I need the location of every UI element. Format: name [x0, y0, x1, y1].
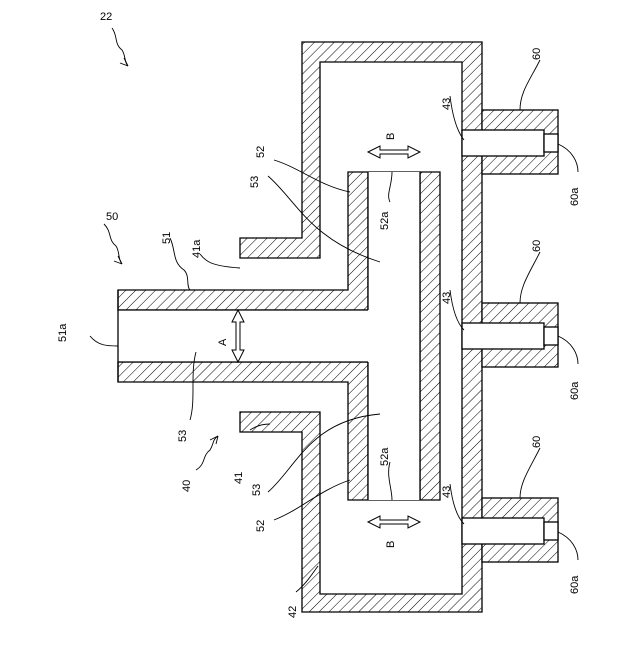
gap-arrow-b-top: [368, 146, 420, 158]
label-nozzle-top: 60: [531, 48, 543, 60]
label-chamber-side-wall: 42: [287, 606, 299, 618]
label-diffuser-lower: 52: [255, 520, 267, 532]
label-diffuser-opening-upper: 52a: [379, 211, 391, 230]
label-nozzle-bottom: 60: [531, 436, 543, 448]
inlet-pipe-and-diffuser: [118, 172, 440, 500]
label-gap-b-upper: B: [385, 133, 397, 140]
label-internal-space-lower: 53: [251, 484, 263, 496]
label-figure-number: 22: [100, 11, 112, 23]
label-holes-top: 43: [441, 98, 453, 110]
label-nozzle-outlet-middle: 60a: [569, 381, 581, 400]
label-chamber: 40: [181, 480, 193, 492]
label-diffuser-upper: 52: [255, 146, 267, 158]
label-internal-space-upper: 53: [249, 176, 261, 188]
label-inlet-pipe: 51: [161, 232, 173, 244]
label-gap-a: A: [217, 338, 229, 346]
label-inlet-opening: 51a: [57, 323, 69, 342]
label-nozzle-assembly: 50: [106, 211, 118, 223]
label-diffuser-opening-lower: 52a: [379, 447, 391, 466]
label-gap-b-lower: B: [385, 541, 397, 548]
label-nozzle-outlet-top: 60a: [569, 187, 581, 206]
label-holes-middle: 43: [441, 292, 453, 304]
label-nozzle-middle: 60: [531, 240, 543, 252]
gap-arrow-b-bottom: [368, 516, 420, 528]
label-nozzle-outlet-bottom: 60a: [569, 575, 581, 594]
label-chamber-top-wall-opening: 41a: [191, 239, 203, 258]
label-internal-space-left: 53: [177, 430, 189, 442]
label-holes-bottom: 43: [441, 486, 453, 498]
label-chamber-top-wall: 41: [233, 472, 245, 484]
